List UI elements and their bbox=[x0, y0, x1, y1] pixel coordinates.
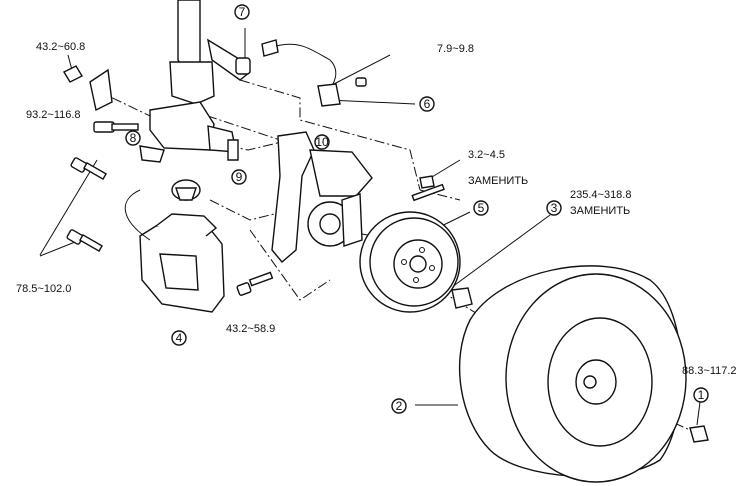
svg-text:6: 6 bbox=[424, 97, 431, 111]
svg-text:10: 10 bbox=[315, 135, 329, 149]
callout-7: 7 bbox=[234, 4, 250, 20]
svg-text:8: 8 bbox=[130, 131, 137, 145]
torque-label-sensor-bolt: 7.9~9.8 bbox=[437, 43, 474, 55]
torque-label-knuckle-bolt: 43.2~58.9 bbox=[226, 323, 275, 335]
callout-5: 5 bbox=[473, 200, 489, 216]
callout-1: 1 bbox=[693, 387, 709, 403]
callout-2: 2 bbox=[391, 398, 407, 414]
callout-6: 6 bbox=[419, 96, 435, 112]
replace-note-hub-nut: ЗАМЕНИТЬ bbox=[570, 205, 630, 217]
svg-text:2: 2 bbox=[396, 399, 403, 413]
svg-text:9: 9 bbox=[236, 170, 243, 184]
wheel-tire bbox=[458, 265, 687, 483]
brake-disc bbox=[359, 211, 461, 313]
upper-arm-and-ball-joint bbox=[139, 101, 239, 201]
svg-text:1: 1 bbox=[698, 388, 705, 402]
torque-label-wheel-nut: 88.3~117.2 bbox=[682, 365, 737, 377]
steering-knuckle-hub bbox=[271, 131, 373, 263]
svg-text:7: 7 bbox=[239, 5, 246, 19]
torque-label-hub-nut: 235.4~318.8 bbox=[570, 189, 631, 201]
callout-9: 9 bbox=[231, 169, 247, 185]
torque-label-split-pin: 3.2~4.5 bbox=[468, 149, 505, 161]
callout-8: 8 bbox=[125, 130, 141, 146]
replace-note-split-pin: ЗАМЕНИТЬ bbox=[468, 175, 528, 187]
brake-caliper bbox=[124, 189, 225, 313]
callout-4: 4 bbox=[171, 330, 187, 346]
svg-text:3: 3 bbox=[551, 201, 558, 215]
fasteners bbox=[63, 65, 709, 443]
svg-text:4: 4 bbox=[176, 331, 183, 345]
callout-10: 10 bbox=[314, 134, 330, 150]
torque-label-strut-nut: 43.2~60.8 bbox=[36, 41, 85, 53]
strut-assembly bbox=[89, 0, 341, 112]
torque-label-strut-bolt: 93.2~116.8 bbox=[26, 109, 81, 121]
svg-text:5: 5 bbox=[478, 201, 485, 215]
callout-3: 3 bbox=[546, 200, 562, 216]
torque-label-caliper-bolts: 78.5~102.0 bbox=[16, 283, 71, 295]
